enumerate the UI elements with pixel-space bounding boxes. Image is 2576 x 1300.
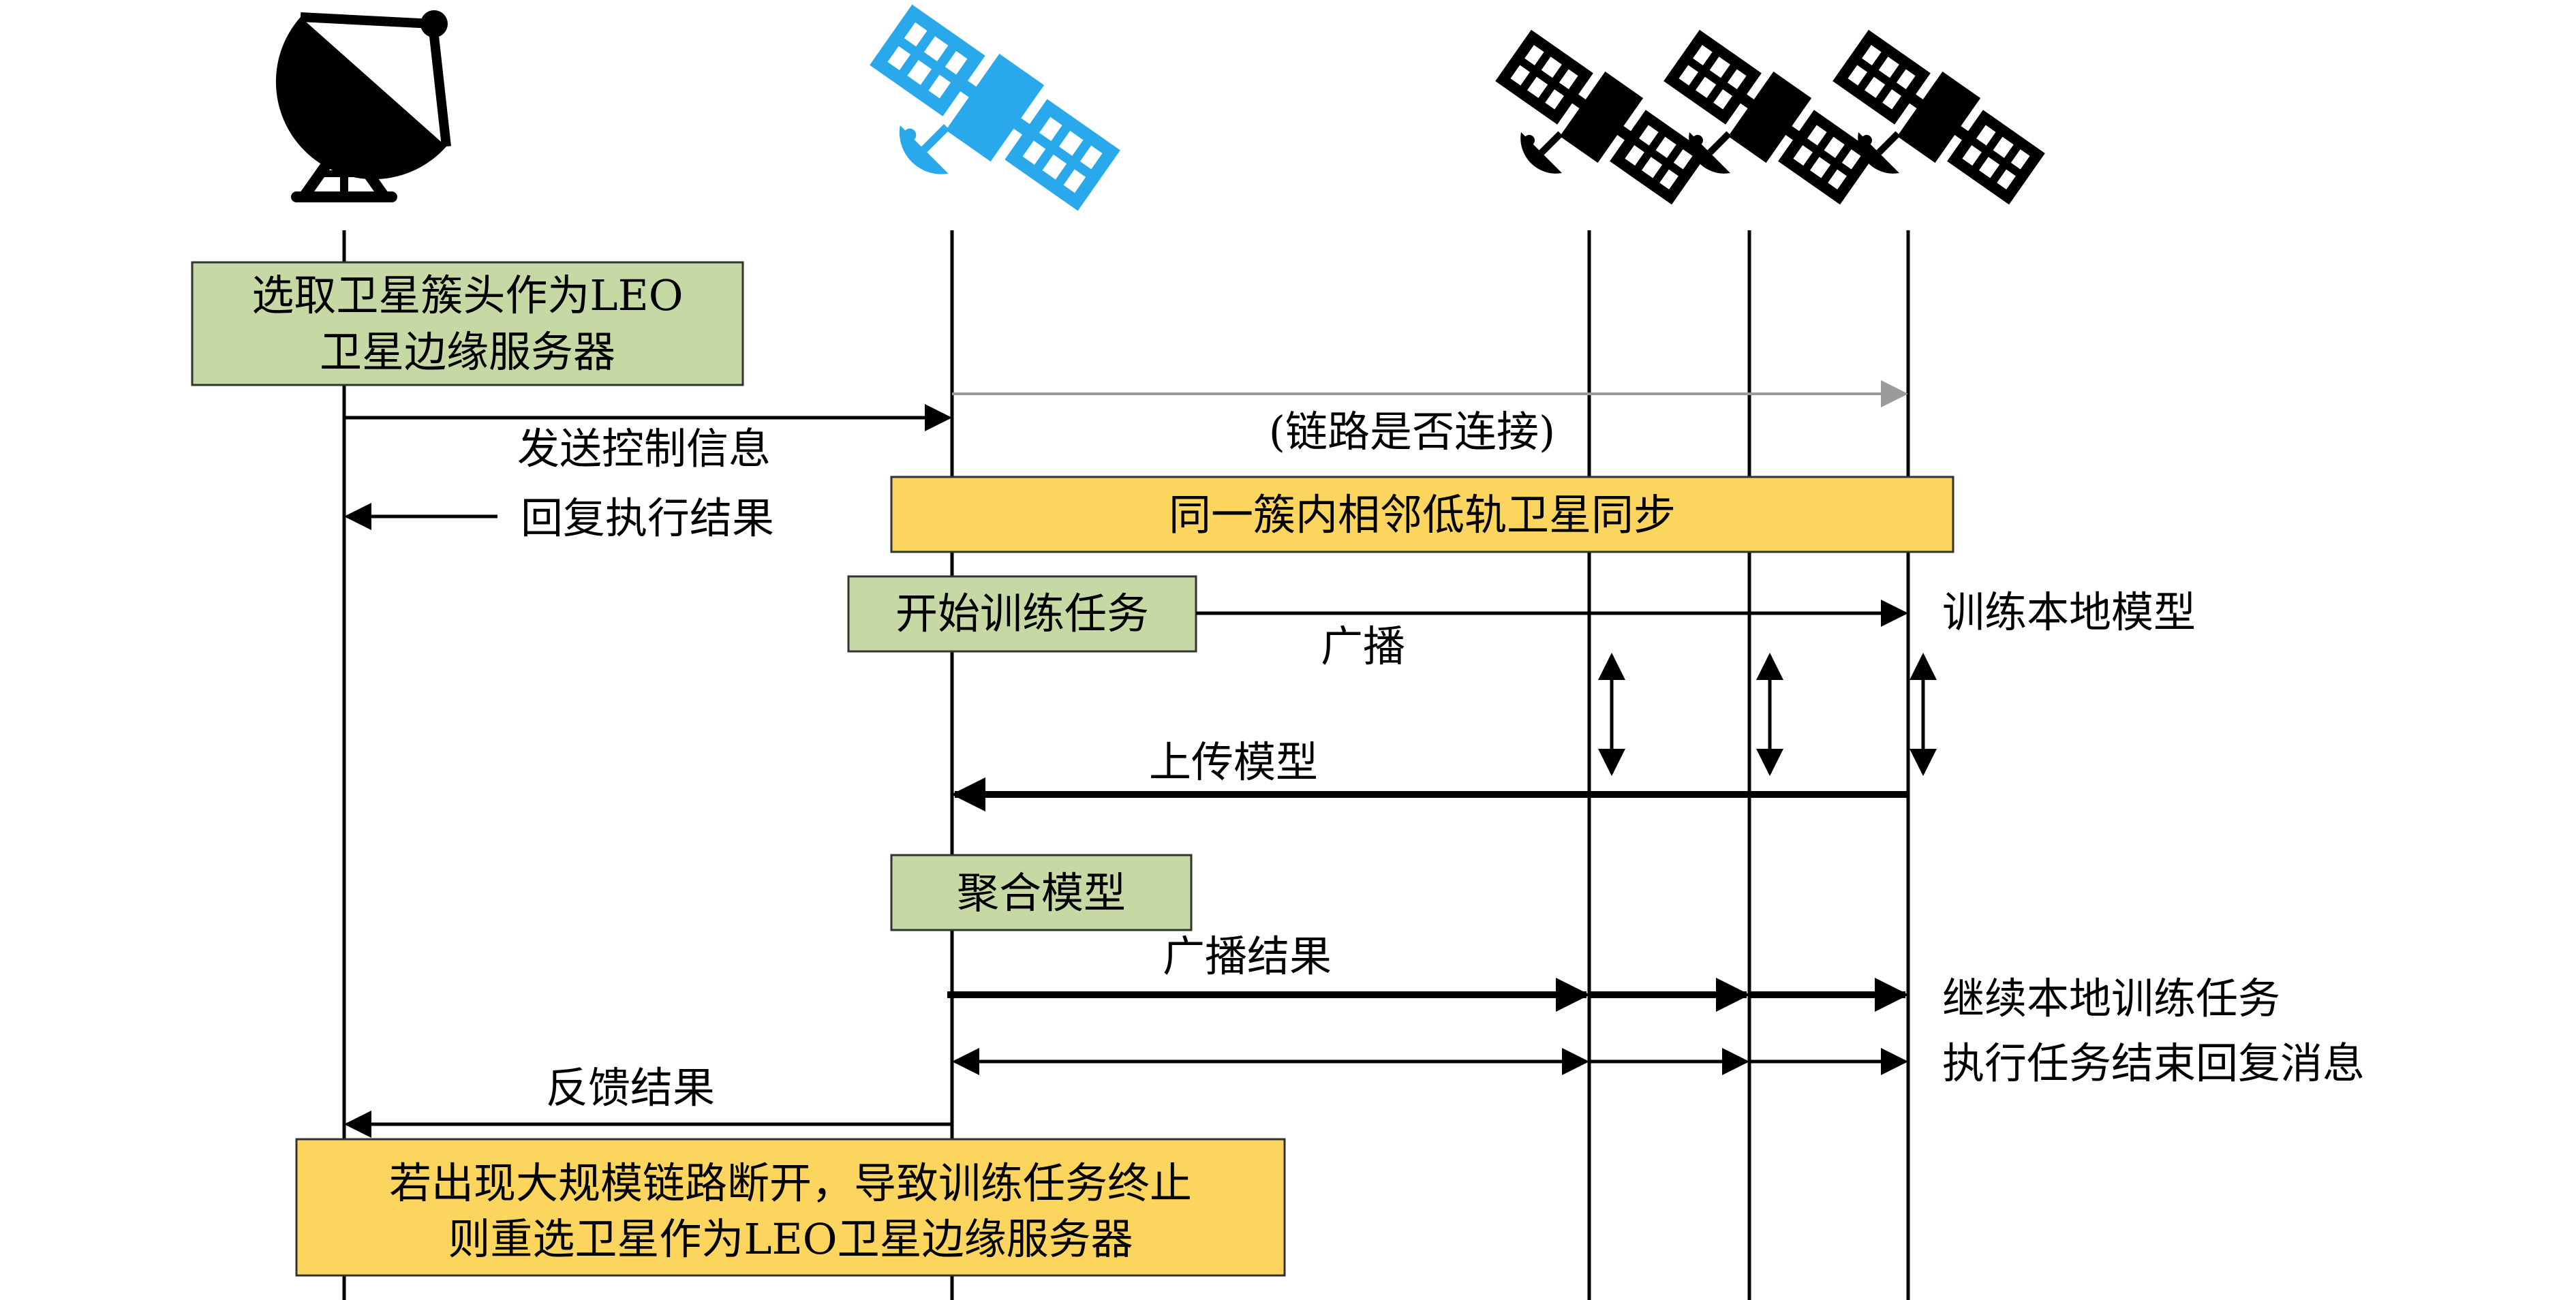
start-training-box: 开始训练任务 xyxy=(847,575,1197,653)
continue-local-label: 继续本地训练任务 xyxy=(1942,974,2280,1023)
upload-model-label: 上传模型 xyxy=(1149,737,1318,787)
train-local-label: 训练本地模型 xyxy=(1942,587,2196,637)
reselect-line2: 则重选卫星作为LEO卫星边缘服务器 xyxy=(448,1214,1133,1264)
reply-result-label: 回复执行结果 xyxy=(521,493,774,543)
link-check-label: (链路是否连接) xyxy=(1269,407,1555,456)
sync-box: 同一簇内相邻低轨卫星同步 xyxy=(890,476,1954,553)
sync-label: 同一簇内相邻低轨卫星同步 xyxy=(1169,490,1676,540)
leader-satellite-icon xyxy=(870,0,1120,215)
satellite-dish-icon xyxy=(275,10,451,202)
start-training-label: 开始训练任务 xyxy=(895,589,1149,638)
member-satellite-2-icon xyxy=(1663,26,1876,208)
local-training-arrows xyxy=(1598,653,1937,776)
member-satellite-1-icon xyxy=(1495,26,1708,208)
member-satellite-3-icon xyxy=(1833,26,2045,208)
select-leader-line1: 选取卫星簇头作为LEO xyxy=(251,270,683,320)
broadcast-result-label: 广播结果 xyxy=(1163,931,1332,981)
aggregate-box: 聚合模型 xyxy=(890,854,1193,931)
reselect-box: 若出现大规模链路断开，导致训练任务终止 则重选卫星作为LEO卫星边缘服务器 xyxy=(295,1138,1286,1277)
select-leader-box: 选取卫星簇头作为LEO 卫星边缘服务器 xyxy=(191,261,744,386)
reselect-line1: 若出现大规模链路断开，导致训练任务终止 xyxy=(389,1158,1192,1208)
send-control-label: 发送控制信息 xyxy=(517,424,771,474)
finish-reply-label: 执行任务结束回复消息 xyxy=(1942,1038,2365,1088)
select-leader-line2: 卫星边缘服务器 xyxy=(320,327,615,377)
feedback-result-label: 反馈结果 xyxy=(546,1063,715,1113)
broadcast-label: 广播 xyxy=(1321,621,1405,671)
aggregate-label: 聚合模型 xyxy=(957,868,1126,918)
